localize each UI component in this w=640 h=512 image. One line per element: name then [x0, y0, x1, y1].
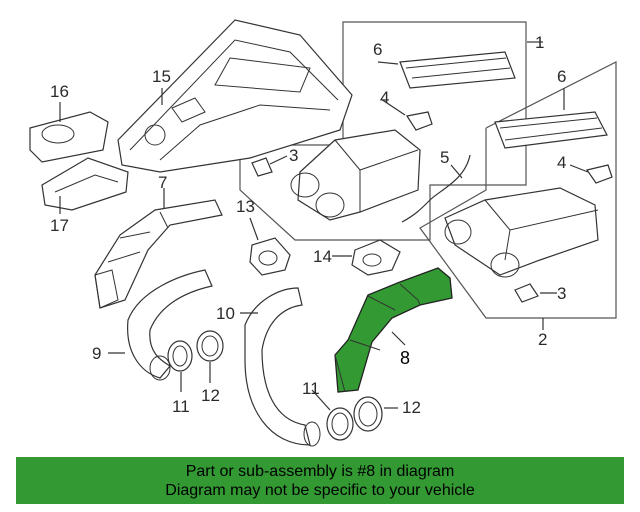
callout-2: 2 [538, 330, 547, 349]
callout-8: 8 [400, 348, 410, 368]
seal-ring-right-part[interactable] [326, 407, 354, 441]
sensor-lower-part[interactable] [586, 164, 613, 184]
cover-cap-part[interactable] [29, 111, 109, 163]
callout-9: 9 [92, 344, 101, 363]
clip-upper-part[interactable] [251, 157, 273, 177]
callout-3-lower: 3 [557, 284, 566, 303]
callout-6-lower: 6 [557, 67, 566, 86]
callout-16: 16 [50, 82, 69, 101]
clip-lower-part[interactable] [514, 283, 539, 303]
clamp-left-part[interactable] [196, 330, 224, 362]
callout-5: 5 [440, 148, 449, 167]
engine-cover-part[interactable] [117, 19, 353, 173]
callout-4-upper: 4 [380, 88, 389, 107]
callout-12-left: 12 [201, 386, 220, 405]
callout-11-right: 11 [302, 379, 320, 398]
sensor-boot-part[interactable] [249, 237, 291, 276]
callout-10: 10 [216, 304, 235, 323]
callout-15: 15 [152, 67, 171, 86]
part-notice-banner: Part or sub-assembly is #8 in diagram Di… [16, 457, 624, 504]
vacuum-line-part[interactable] [401, 154, 471, 223]
assembly-box-upper [239, 21, 527, 241]
callout-13: 13 [236, 197, 255, 216]
charge-hose-part[interactable] [244, 287, 321, 447]
callout-3-upper: 3 [289, 146, 298, 165]
air-filter-upper-part[interactable] [399, 51, 516, 89]
mount-part[interactable] [41, 157, 129, 211]
callout-6-upper: 6 [373, 40, 382, 59]
callout-11-left: 11 [172, 397, 190, 416]
clamp-right-part[interactable] [353, 396, 383, 432]
callout-12-right: 12 [402, 398, 421, 417]
highlighted-duct-part[interactable] [334, 267, 453, 393]
callout-labels: 1 2 3 3 4 4 5 6 6 7 8 9 10 11 11 12 12 1… [50, 33, 566, 417]
hose-part[interactable] [127, 269, 213, 381]
leader-lines [59, 41, 589, 411]
callout-17: 17 [50, 216, 69, 235]
banner-line-2: Diagram may not be specific to your vehi… [165, 481, 475, 499]
callout-14: 14 [313, 247, 332, 266]
assembly-box-lower [419, 61, 617, 319]
air-filter-housing-upper-part[interactable] [290, 129, 421, 221]
seal-ring-left-part[interactable] [167, 340, 193, 372]
air-filter-housing-lower-part[interactable] [444, 187, 599, 278]
callout-1: 1 [535, 33, 544, 52]
air-filter-lower-part[interactable] [494, 111, 608, 149]
callout-7: 7 [158, 173, 167, 192]
intake-duct-part[interactable] [94, 199, 223, 309]
banner-line-1: Part or sub-assembly is #8 in diagram [185, 462, 455, 480]
callout-4-lower: 4 [557, 153, 566, 172]
sensor-upper-part[interactable] [406, 111, 433, 131]
connector-part[interactable] [351, 239, 401, 276]
